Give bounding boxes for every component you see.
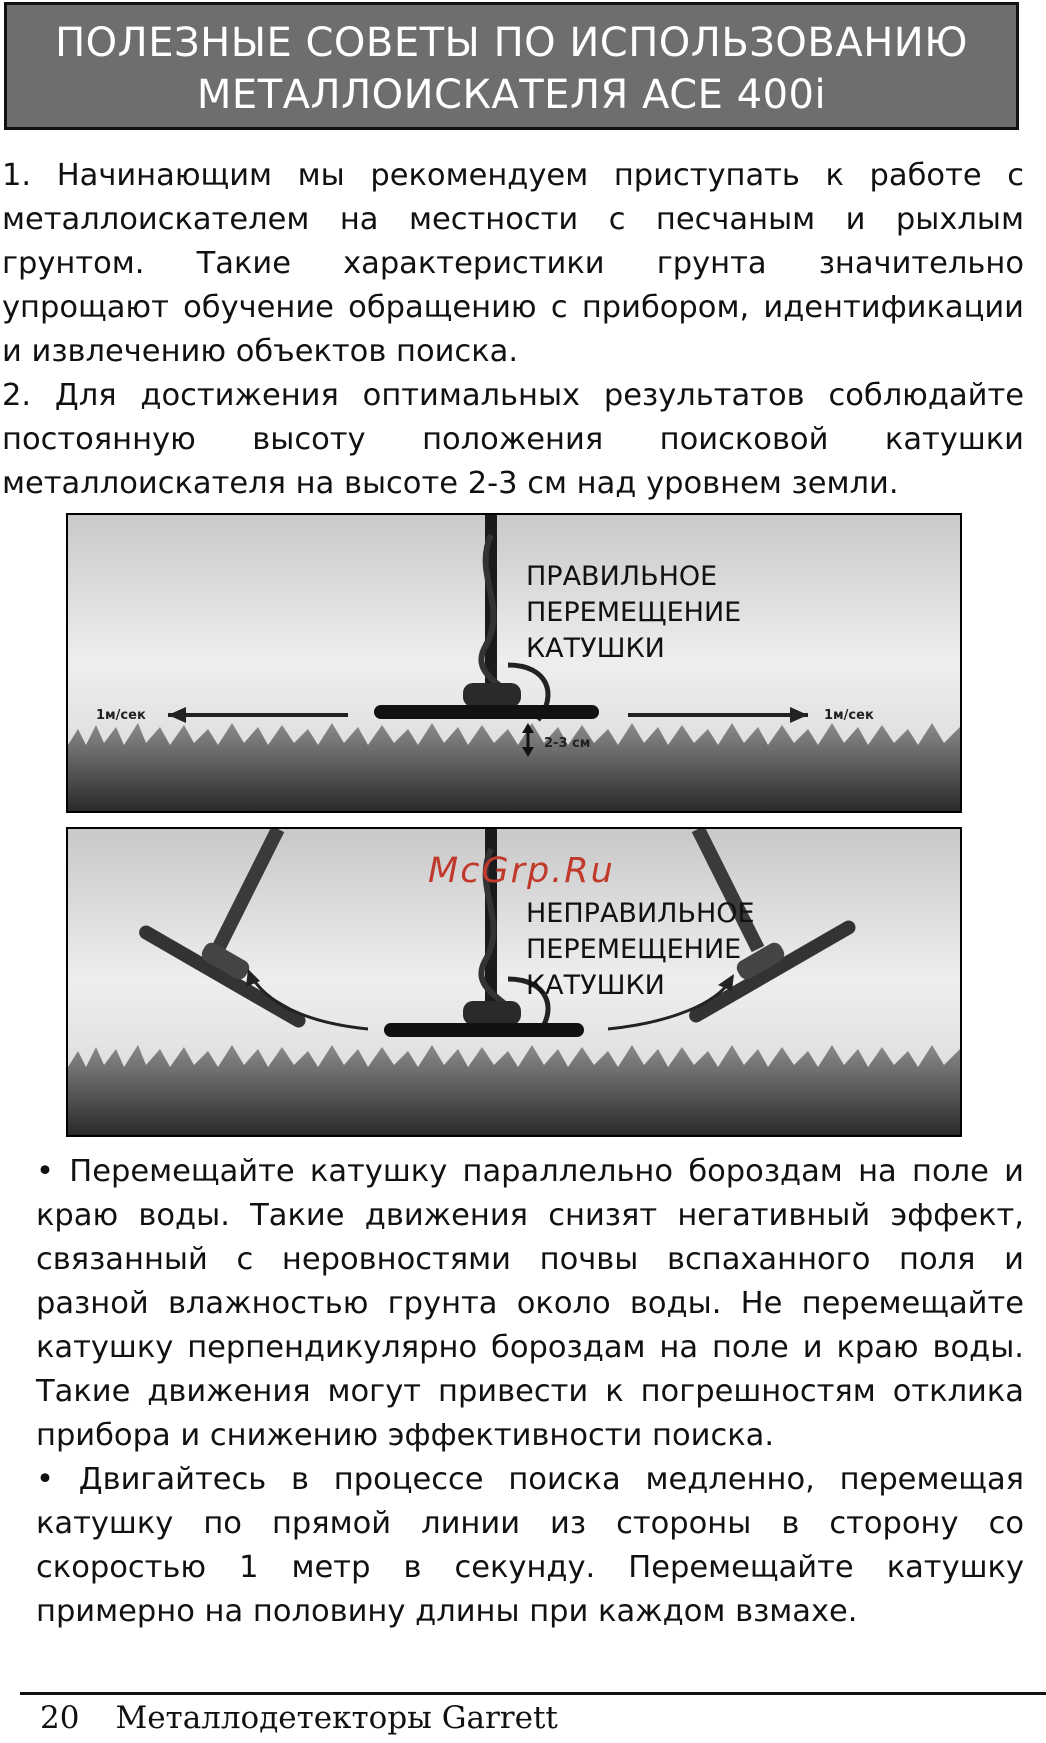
correct-label-line-2: ПЕРЕМЕЩЕНИЕ: [526, 597, 742, 628]
correct-sweep-illustration: 1м/сек 1м/сек 2-3 см: [68, 515, 960, 811]
correct-label-line-1: ПРАВИЛЬНОЕ: [526, 561, 718, 592]
incorrect-label-line-1: НЕПРАВИЛЬНОЕ: [526, 898, 755, 929]
bullet-item-1: • Перемещайте катушку параллельно борозд…: [36, 1154, 1024, 1453]
book-title: Металлодетекторы Garrett: [115, 1700, 558, 1736]
speed-label-right: 1м/сек: [824, 708, 874, 723]
watermark: McGrp.Ru: [428, 851, 615, 891]
page-title-line-1: ПОЛЕЗНЫЕ СОВЕТЫ ПО ИСПОЛЬЗОВАНИЮ: [55, 20, 968, 66]
correct-sweep-figure: 1м/сек 1м/сек 2-3 см ПРАВИЛЬНОЕ ПЕРЕМЕЩЕ…: [66, 513, 962, 813]
incorrect-sweep-figure: НЕПРАВИЛЬНОЕ ПЕРЕМЕЩЕНИЕ КАТУШКИ: [66, 827, 962, 1137]
incorrect-label-line-2: ПЕРЕМЕЩЕНИЕ: [526, 934, 742, 965]
correct-sweep-label: ПРАВИЛЬНОЕ ПЕРЕМЕЩЕНИЕ КАТУШКИ: [526, 559, 741, 667]
tip-1-paragraph: 1. Начинающим мы рекомендуем приступать …: [2, 158, 1024, 369]
incorrect-sweep-illustration: [68, 829, 960, 1135]
incorrect-label-line-3: КАТУШКИ: [526, 970, 665, 1001]
page-title-line-2: МЕТАЛЛОИСКАТЕЛЯ ACE 400i: [196, 72, 827, 118]
footer-divider: [20, 1692, 1046, 1695]
incorrect-sweep-label: НЕПРАВИЛЬНОЕ ПЕРЕМЕЩЕНИЕ КАТУШКИ: [526, 896, 755, 1004]
bullet-item-2: • Двигайтесь в процессе поиска медленно,…: [36, 1462, 1024, 1629]
height-label: 2-3 см: [544, 736, 590, 751]
page-number: 20: [40, 1700, 80, 1736]
tip-2-paragraph: 2. Для достижения оптимальных результато…: [2, 378, 1024, 501]
page-footer: 20 Металлодетекторы Garrett: [40, 1700, 558, 1736]
correct-label-line-3: КАТУШКИ: [526, 633, 665, 664]
speed-label-left: 1м/сек: [96, 708, 146, 723]
page-title-banner: ПОЛЕЗНЫЕ СОВЕТЫ ПО ИСПОЛЬЗОВАНИЮ МЕТАЛЛО…: [4, 2, 1019, 130]
